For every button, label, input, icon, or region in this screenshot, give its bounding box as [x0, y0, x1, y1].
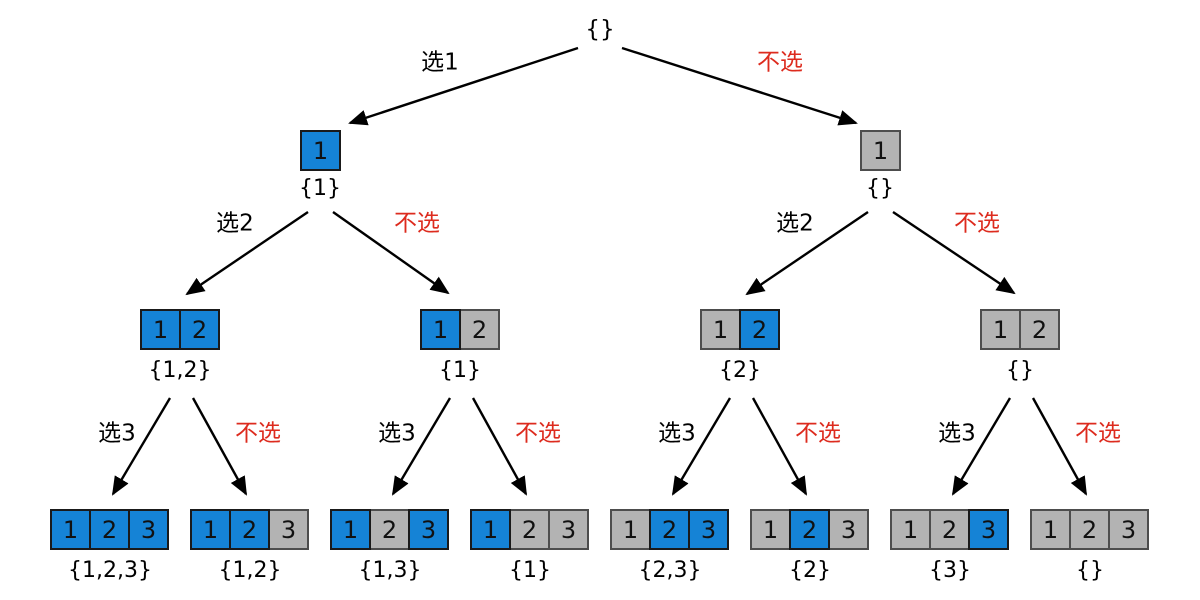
edge-label-skip-2-a: 不选 [394, 210, 440, 237]
edge-label-choose-3-d: 选3 [938, 420, 976, 447]
element-cell-unselected: 1 [610, 509, 651, 550]
element-cell-unselected: 1 [980, 309, 1021, 350]
element-cell-unselected: 3 [548, 509, 589, 550]
node-l2-set-1-label: {1} [439, 358, 481, 383]
edge-label-skip-1: 不选 [757, 49, 803, 76]
element-cell-selected: 3 [688, 509, 729, 550]
element-cell-selected: 1 [140, 309, 181, 350]
edge-label-skip-3-a: 不选 [235, 420, 281, 447]
element-cell-selected: 1 [420, 309, 461, 350]
element-cell-selected: 1 [300, 130, 341, 171]
edge-label-choose-3-c: 选3 [658, 420, 696, 447]
element-cell-unselected: 2 [459, 309, 500, 350]
element-cell-unselected: 1 [750, 509, 791, 550]
edge-label-skip-3-d: 不选 [1075, 420, 1121, 447]
element-cell-unselected: 1 [1030, 509, 1071, 550]
element-cell-unselected: 3 [828, 509, 869, 550]
edge-label-choose-2-a: 选2 [216, 210, 254, 237]
edge-label-choose-3-b: 选3 [378, 420, 416, 447]
element-cell-unselected: 2 [929, 509, 970, 550]
element-cell-unselected: 1 [860, 130, 901, 171]
element-cell-unselected: 3 [268, 509, 309, 550]
element-cell-unselected: 3 [1108, 509, 1149, 550]
node-l3-set-123-label: {1,2,3} [68, 558, 152, 583]
node-l3-set-1-label: {1} [509, 558, 551, 583]
element-cell-unselected: 1 [890, 509, 931, 550]
element-cell-selected: 1 [470, 509, 511, 550]
node-l3-set-3-label: {3} [929, 558, 971, 583]
edge-label-skip-3-c: 不选 [795, 420, 841, 447]
root-set-label: {} [585, 16, 615, 43]
element-cell-selected: 2 [789, 509, 830, 550]
element-cell-selected: 1 [190, 509, 231, 550]
element-cell-selected: 2 [179, 309, 220, 350]
element-cell-selected: 2 [739, 309, 780, 350]
node-l3-set-23-label: {2,3} [638, 558, 702, 583]
edge-label-skip-2-b: 不选 [954, 210, 1000, 237]
node-l2-set-empty-label: {} [1006, 358, 1034, 383]
edge-label-skip-3-b: 不选 [515, 420, 561, 447]
node-l1-set-empty-label: {} [866, 176, 894, 201]
element-cell-unselected: 2 [1069, 509, 1110, 550]
element-cell-selected: 2 [89, 509, 130, 550]
node-l3-set-13-label: {1,3} [358, 558, 422, 583]
element-cell-selected: 3 [968, 509, 1009, 550]
element-cell-selected: 2 [649, 509, 690, 550]
element-cell-selected: 3 [408, 509, 449, 550]
node-l3-set-2-label: {2} [789, 558, 831, 583]
element-cell-selected: 1 [50, 509, 91, 550]
node-l1-set-1-label: {1} [299, 176, 341, 201]
node-l3-set-12-label: {1,2} [218, 558, 282, 583]
element-cell-unselected: 2 [369, 509, 410, 550]
element-cell-unselected: 1 [700, 309, 741, 350]
element-cell-unselected: 2 [509, 509, 550, 550]
element-cell-selected: 2 [229, 509, 270, 550]
element-cell-selected: 3 [128, 509, 169, 550]
element-cell-selected: 1 [330, 509, 371, 550]
element-cell-unselected: 2 [1019, 309, 1060, 350]
node-l2-set-2-label: {2} [719, 358, 761, 383]
node-l1-set-1: 1 [300, 130, 341, 171]
edge-label-choose-1: 选1 [421, 49, 459, 76]
node-l3-set-empty-label: {} [1076, 558, 1104, 583]
edge-label-choose-3-a: 选3 [98, 420, 136, 447]
node-l1-set-empty: 1 [860, 130, 901, 171]
node-l2-set-12-label: {1,2} [148, 358, 212, 383]
edge-label-choose-2-b: 选2 [776, 210, 814, 237]
